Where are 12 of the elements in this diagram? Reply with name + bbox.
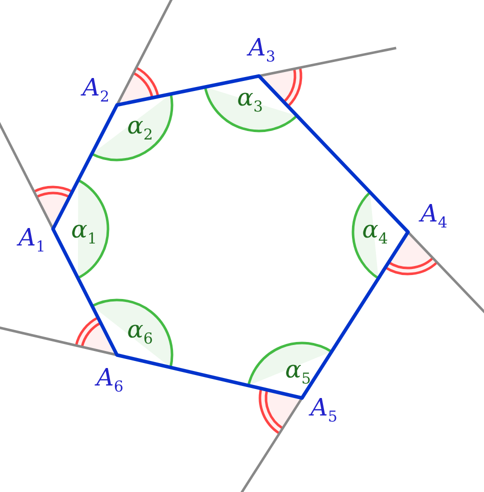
vertex-label: A$_{5}$ (310, 396, 338, 424)
vertex-label: A$_{2}$ (82, 76, 110, 104)
angle-label: α$_{2}$ (127, 114, 153, 142)
angle-label: α$_{5}$ (285, 358, 311, 386)
vertex-label: A$_{6}$ (96, 366, 124, 394)
vertex-label: A$_{1}$ (18, 226, 46, 254)
angle-label: α$_{6}$ (127, 318, 153, 346)
angle-label: α$_{4}$ (362, 218, 388, 246)
vertex-label: A$_{4}$ (420, 202, 448, 230)
vertex-label: A$_{3}$ (248, 36, 276, 64)
angle-label: α$_{3}$ (237, 86, 263, 114)
angle-label: α$_{1}$ (71, 218, 97, 246)
